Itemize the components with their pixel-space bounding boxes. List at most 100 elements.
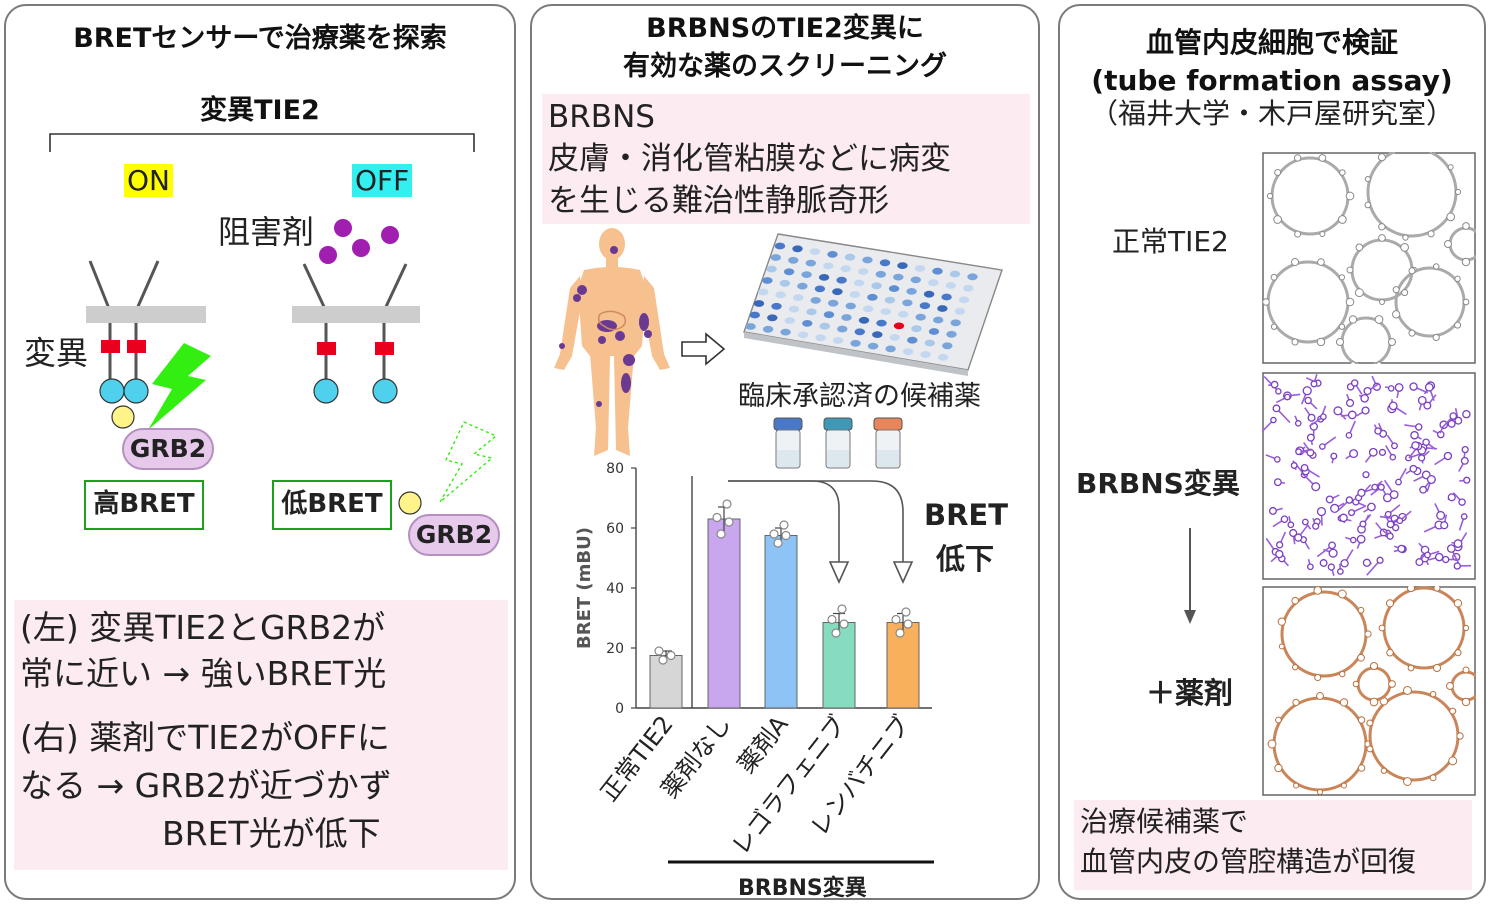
cell-node [1330,452,1338,460]
well [907,336,918,344]
well [937,305,948,312]
well [858,316,870,324]
well [788,256,799,264]
on-label: ON [124,164,173,197]
data-point [658,655,668,665]
cell-node [1447,419,1456,428]
cell-node [1388,680,1396,688]
cell-node [1363,386,1372,396]
cell-node [1461,697,1471,707]
cell-node [1345,297,1355,307]
data-point [716,529,726,539]
cell-node [1339,670,1346,678]
right-panel: 血管内皮細胞で検証 (tube formation assay) （福井大学・木… [1058,4,1486,900]
cell-node [1270,380,1279,389]
well [806,308,817,316]
cell-node [1391,524,1400,532]
well [845,302,856,310]
cell-node [1362,471,1370,479]
cell-node [1434,552,1444,562]
well [923,290,935,298]
data-point [722,499,732,509]
cell-node [1347,410,1357,420]
cell-node [1446,682,1454,690]
cell-node [1310,380,1318,388]
cell-node [1357,716,1366,724]
cell-node [1302,386,1312,396]
cell-node [1341,782,1347,789]
cell-node [1369,661,1379,671]
y-tick-label: 60 [606,521,624,537]
inhibitor-label: 阻害剤 [218,213,315,251]
cell-node [1449,412,1458,420]
explanation-line-2: 常に近い → 強いBRET光 [20,654,387,693]
well [879,259,891,267]
cell-node [1284,393,1291,401]
cell-node [1262,298,1270,306]
cell-node [1274,763,1283,773]
cell-node [1339,513,1348,523]
y-tick-label: 40 [606,581,624,597]
explanation-line-1: (左) 変異TIE2とGRB2が [20,608,386,647]
well [774,242,786,250]
well [823,311,835,319]
cell-node [1316,337,1326,347]
well [950,319,961,327]
cell-node [1443,451,1453,461]
cell-node [1275,541,1284,549]
cell-node [1290,258,1300,267]
cell-node [1364,175,1371,183]
info-line-2: 皮膚・消化管粘膜などに病変 [548,141,951,177]
cell-node [1306,433,1315,442]
cell-node [1345,398,1355,408]
cell-node [1402,234,1409,241]
well [928,328,940,335]
cell-node [1340,559,1349,568]
well [766,265,777,273]
cell-node [1378,234,1386,242]
micrograph-mutant [1262,372,1476,580]
bar-3 [764,535,798,709]
off-label: OFF [352,164,413,197]
micrograph-frame [1262,586,1476,796]
micrograph-normal [1262,152,1476,364]
cell-node [1446,544,1456,553]
y-axis-label: BRET (mBU) [574,527,595,649]
bar-5 [886,622,920,709]
cell-node [1357,606,1365,614]
cell-node [1387,385,1395,392]
cell-node [1415,558,1424,567]
cell-node [1408,267,1416,275]
cell-node [1337,589,1347,599]
cell-node [1349,449,1359,459]
cell-node [1294,420,1302,427]
well [797,282,808,290]
y-tick-label: 80 [606,461,624,477]
cell-node [1328,541,1336,550]
bar-2 [707,518,741,709]
cell-node [1377,483,1385,491]
well [767,314,778,322]
cell-node [1312,522,1320,530]
cell-node [1389,490,1399,500]
well [775,291,786,299]
well [771,302,782,310]
cell-node [1266,192,1274,200]
well [770,254,781,261]
cell-node [1333,406,1343,416]
cell-node [1293,154,1302,162]
data-point [901,607,911,617]
cell-node [1293,782,1299,789]
well [933,316,944,324]
cell-node [1400,243,1409,252]
result-box: 治療候補薬で 血管内皮の管腔構造が回復 [1074,800,1472,890]
cell-node [1361,406,1370,415]
well [801,271,812,278]
cell-node [1319,231,1326,238]
well [906,288,917,295]
well [818,274,830,281]
well [853,279,865,287]
left-panel: BRETセンサーで治療薬を探索 変異TIE2 [4,4,516,900]
cell-node [1462,666,1470,674]
well [880,308,891,315]
